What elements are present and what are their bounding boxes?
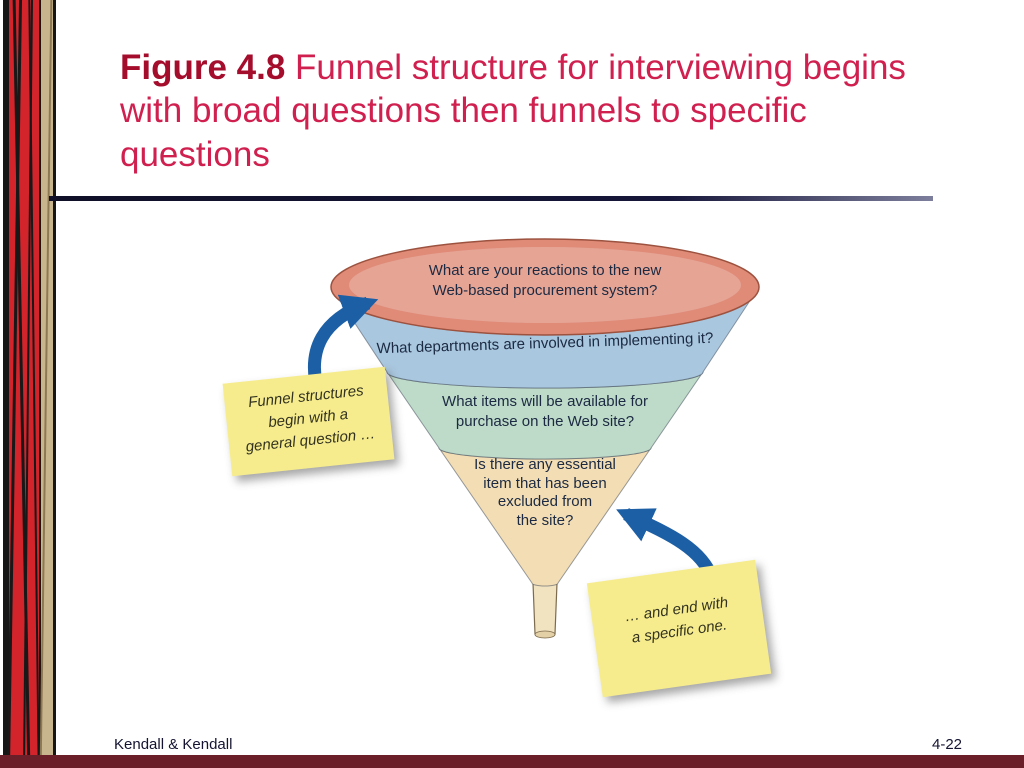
slide-number: 4-22: [932, 736, 963, 753]
label-line: the site?: [516, 511, 574, 529]
funnel-stem-base: [534, 630, 556, 639]
title-text: Funnel structure for interviewing begins…: [120, 48, 906, 174]
strip-black-right: [53, 0, 56, 768]
decorative-left-strip: [0, 0, 58, 768]
footer-authors: Kendall & Kendall: [114, 736, 233, 753]
funnel-level-4-label: Is there any essential item that has bee…: [455, 456, 635, 530]
figure-number: Figure 4.8: [120, 48, 286, 87]
funnel-stem: [532, 582, 558, 639]
label-line: Web-based procurement system?: [432, 281, 658, 299]
funnel-top-highlight: [349, 247, 741, 323]
title-divider: [49, 196, 933, 201]
sticky-note-general: Funnel structures begin with a general q…: [222, 366, 395, 477]
label-line: purchase on the Web site?: [455, 412, 635, 430]
funnel-level-3-label: What items will be available for purchas…: [420, 392, 670, 431]
funnel-top-ellipse: [330, 238, 760, 336]
label-line: item that has been: [483, 474, 607, 492]
strip-dark-edge: [39, 0, 41, 768]
label-line: excluded from: [497, 493, 593, 511]
label-line: What are your reactions to the new: [428, 262, 662, 279]
label-line: Is there any essential: [474, 456, 616, 473]
bottom-bar: [0, 755, 1024, 768]
slide-title: Figure 4.8 Funnel structure for intervie…: [120, 46, 960, 176]
funnel-level-1-label: What are your reactions to the new Web-b…: [395, 261, 695, 300]
strip-black-edge: [3, 0, 9, 768]
sticky-note-specific: … and end with a specific one.: [586, 559, 772, 698]
label-line: What items will be available for: [442, 393, 648, 410]
